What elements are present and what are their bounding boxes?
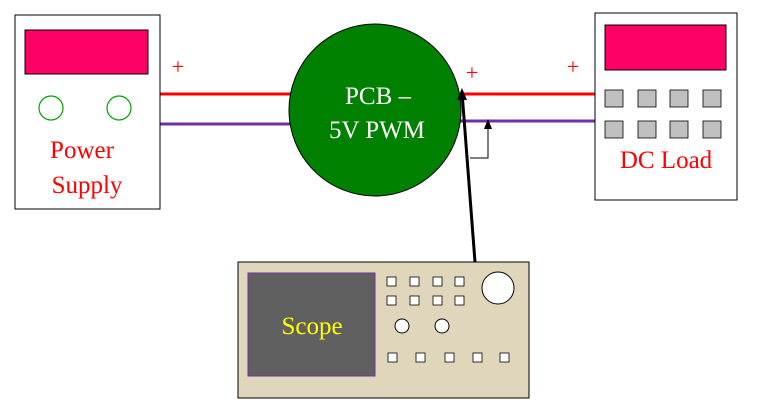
scope-button[interactable] bbox=[432, 295, 443, 306]
pcb-circle bbox=[288, 23, 462, 197]
dc-load-button[interactable] bbox=[669, 120, 689, 139]
scope-bottom-button[interactable] bbox=[415, 352, 426, 363]
probe-arrowhead bbox=[457, 88, 467, 100]
pcb: PCB – 5V PWM bbox=[288, 23, 462, 197]
scope-bottom-button[interactable] bbox=[444, 352, 455, 363]
scope-knob-left[interactable] bbox=[394, 318, 410, 334]
dc-load-plus-sign: + bbox=[567, 54, 579, 79]
scope-knob-right[interactable] bbox=[434, 318, 450, 334]
power-supply-label-line1: Power bbox=[50, 137, 115, 164]
dc-load-button[interactable] bbox=[604, 89, 624, 108]
scope-button[interactable] bbox=[409, 295, 420, 306]
oscilloscope: Scope bbox=[237, 261, 530, 399]
scope-button[interactable] bbox=[409, 276, 420, 287]
power-supply-plus-sign: + bbox=[172, 54, 184, 79]
dc-load-display bbox=[604, 24, 727, 71]
pcb-label-line2: 5V PWM bbox=[329, 117, 425, 144]
scope-button[interactable] bbox=[386, 295, 397, 306]
scope-probe-signal bbox=[460, 91, 477, 263]
dc-load-label: DC Load bbox=[620, 147, 713, 174]
scope-label: Scope bbox=[281, 313, 342, 340]
dc-load-button[interactable] bbox=[669, 89, 689, 108]
dc-load: DC Load bbox=[594, 12, 738, 201]
dc-load-button[interactable] bbox=[637, 120, 657, 139]
dc-load-button[interactable] bbox=[604, 120, 624, 139]
pcb-label-line1: PCB – bbox=[345, 83, 412, 110]
scope-bottom-button[interactable] bbox=[472, 352, 483, 363]
scope-button[interactable] bbox=[454, 295, 465, 306]
power-supply-knob-right[interactable] bbox=[106, 95, 132, 121]
scope-bottom-button[interactable] bbox=[387, 352, 398, 363]
scope-button[interactable] bbox=[432, 276, 443, 287]
pcb-output-plus-sign: + bbox=[466, 60, 478, 85]
power-supply-knob-left[interactable] bbox=[38, 95, 64, 121]
scope-large-knob[interactable] bbox=[481, 271, 515, 305]
dc-load-button[interactable] bbox=[637, 89, 657, 108]
scope-probe-ground bbox=[470, 122, 489, 159]
scope-button[interactable] bbox=[454, 276, 465, 287]
scope-screen bbox=[247, 272, 376, 377]
dc-load-button[interactable] bbox=[702, 89, 722, 108]
scope-bottom-button[interactable] bbox=[499, 352, 510, 363]
power-supply-display bbox=[24, 29, 149, 75]
ground-arrowhead bbox=[484, 119, 492, 129]
dc-load-button[interactable] bbox=[702, 120, 722, 139]
scope-button[interactable] bbox=[386, 276, 397, 287]
power-supply-label-line2: Supply bbox=[52, 172, 123, 199]
power-supply: Power Supply bbox=[14, 14, 161, 210]
